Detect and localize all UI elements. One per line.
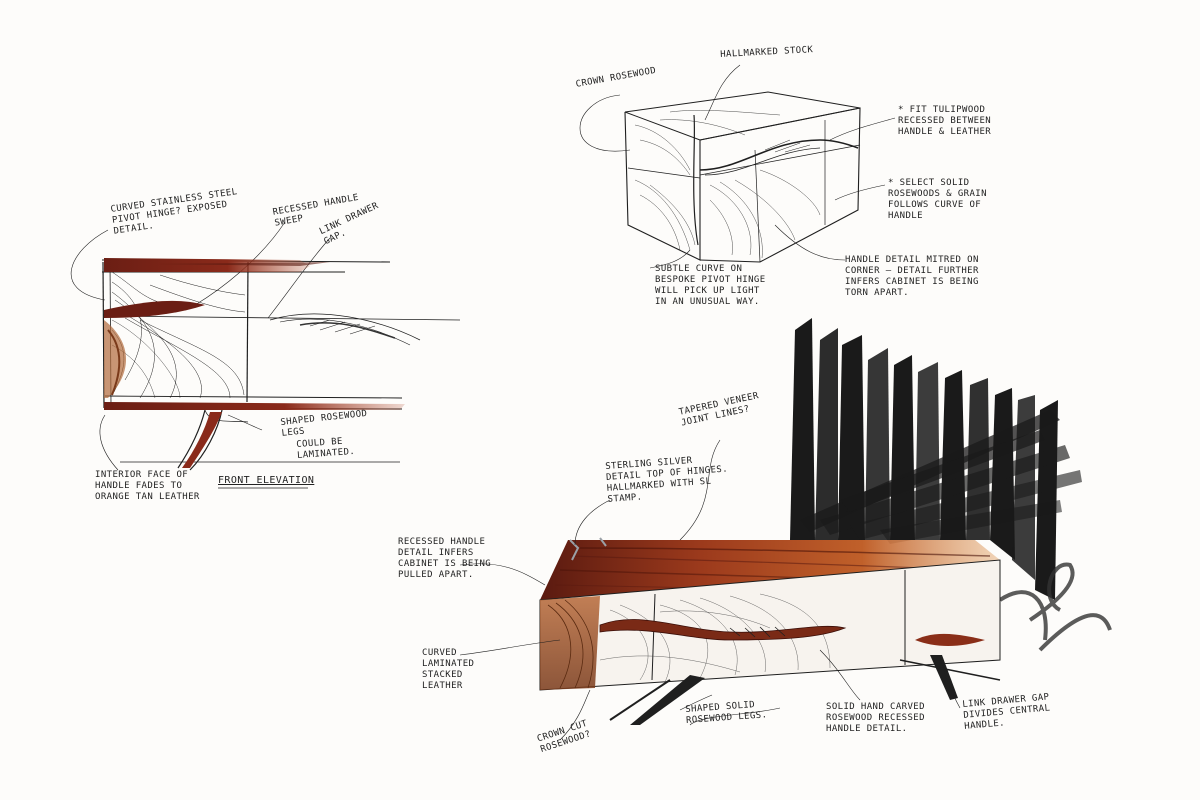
backdrop-scribble: [998, 562, 1112, 652]
rendered-cabinet-leaders: [459, 439, 961, 741]
note-select-solid-rosewoods: * Select solid rosewoods & grain follows…: [888, 178, 987, 221]
note-fit-tulipwood: * Fit tulipwood recessed between handle …: [898, 105, 992, 137]
front-elevation-wood-accents: [104, 258, 405, 468]
black-marker-backdrop: [790, 318, 1082, 600]
note-subtle-curve-hinge: Subtle curve on bespoke pivot hinge will…: [655, 264, 766, 307]
note-handle-detail-mitred: Handle detail mitred on corner — detail …: [845, 255, 979, 298]
note-recessed-handle-pulled-apart: Recessed handle detail infers cabinet is…: [398, 537, 492, 580]
front-elevation-title: Front Elevation: [218, 475, 315, 486]
note-interior-face-leather: Interior face of handle fades to orange …: [95, 470, 200, 502]
front-elevation-drawing: [70, 221, 461, 489]
note-sterling-silver-hinges: Sterling silver detail top of hinges. Ha…: [605, 455, 729, 505]
note-curved-laminated-leather: Curved laminated stacked leather: [422, 648, 475, 691]
rendered-cabinet-body: [539, 537, 1001, 725]
note-hand-carved-handle: Solid hand carved rosewood recessed hand…: [826, 702, 925, 734]
cabinet-perspective-sketch: [579, 64, 896, 269]
